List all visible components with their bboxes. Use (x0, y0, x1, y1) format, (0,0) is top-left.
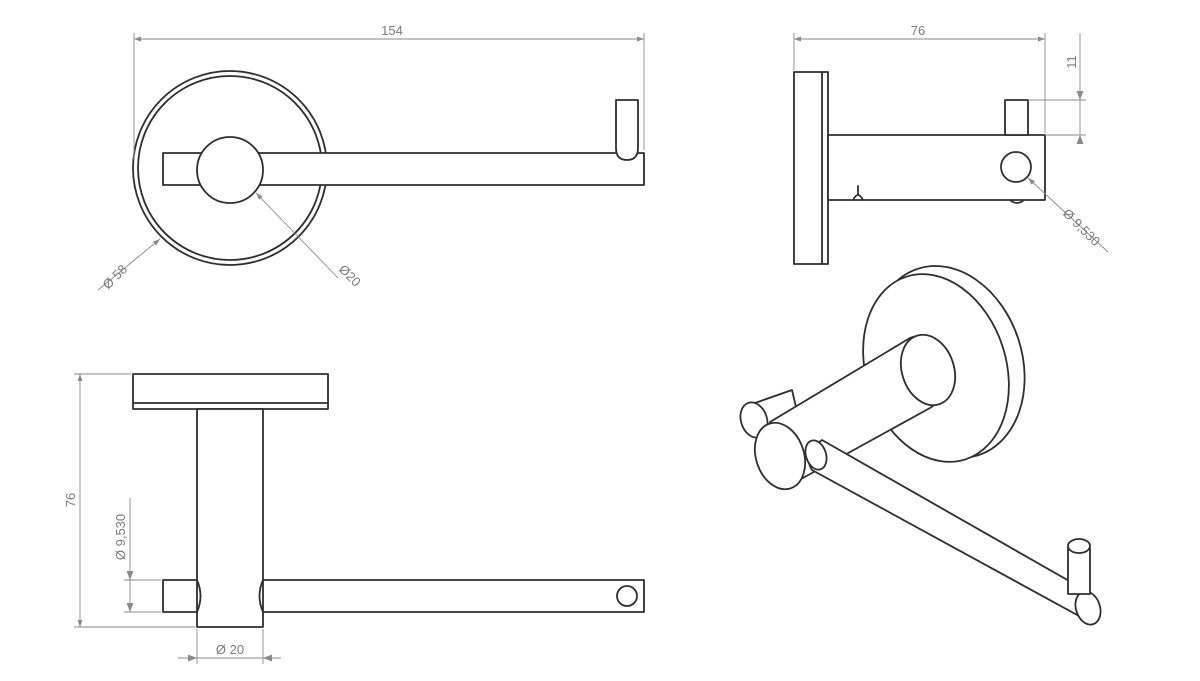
isometric-view (739, 265, 1102, 626)
top-pin-end (616, 585, 638, 607)
front-view: 154 Ø 58 Ø20 (97, 23, 645, 293)
side-pin-hole (1000, 151, 1032, 183)
front-post (196, 136, 264, 204)
top-pin-dia-label: Ø 9,530 (113, 514, 128, 560)
side-depth-label: 76 (911, 23, 925, 38)
side-wall-plate (793, 71, 829, 265)
side-pin-dia-leader (1027, 177, 1109, 253)
top-view: 76 Ø 9,530 Ø 20 (63, 373, 645, 664)
top-post-dia-label: Ø 20 (216, 642, 244, 657)
pin-height-label: 11 (1064, 55, 1079, 69)
post-dia-leader (255, 192, 339, 279)
side-view: 76 11 Ø 9,530 (793, 23, 1109, 265)
top-depth-label: 76 (63, 493, 78, 507)
iso-post-end (753, 421, 807, 491)
iso-end-pin (1067, 547, 1091, 595)
side-pin (1004, 99, 1029, 136)
width-label: 154 (381, 23, 403, 38)
plate-dia-leader (97, 238, 161, 291)
side-pin-dia-label: Ø 9,530 (1060, 206, 1103, 249)
iso-arm (807, 439, 1099, 623)
plate-dia-label: Ø 58 (100, 262, 131, 293)
side-screw-hole (852, 194, 864, 201)
top-post (196, 408, 264, 628)
front-end-pin (615, 99, 639, 161)
post-dia-label: Ø20 (336, 262, 364, 290)
